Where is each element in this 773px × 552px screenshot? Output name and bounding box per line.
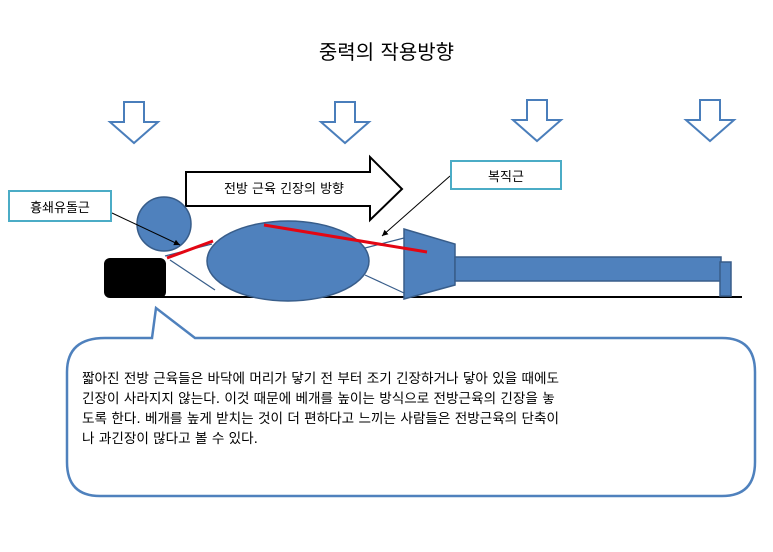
gravity-arrows <box>107 99 737 145</box>
scm-pointer <box>111 212 181 246</box>
callout-line: 긴장이 사라지지 않는다. 이것 때문에 베개를 높이는 방식으로 전방근육의 … <box>82 391 555 407</box>
pelvis-shape <box>403 227 456 300</box>
tension-arrow-icon <box>185 154 404 223</box>
rectus-muscle-line <box>263 223 428 254</box>
callout-text: 짧아진 전방 근육들은 바닥에 머리가 닿기 전 부터 조기 긴장하거나 닿아 … <box>82 369 752 449</box>
callout-bubble <box>65 305 757 498</box>
gravity-arrow-icon <box>318 101 372 145</box>
gravity-arrow-icon <box>683 99 737 143</box>
callout-line: 짧아진 전방 근육들은 바닥에 머리가 닿기 전 부터 조기 긴장하거나 닿아 … <box>82 371 560 387</box>
leg-shape <box>454 256 722 282</box>
torso-shape <box>206 220 370 302</box>
pillow <box>104 258 166 298</box>
gravity-arrow-icon <box>107 101 161 145</box>
label-scm: 흉쇄유돌근 <box>8 190 112 222</box>
scm-muscle-line <box>166 239 214 260</box>
head-shape <box>136 196 192 252</box>
diagram-title: 중력의 작용방향 <box>318 40 455 64</box>
rectus-pointer <box>381 175 451 237</box>
callout-line: 나 과긴장이 많다고 볼 수 있다. <box>82 431 259 447</box>
label-rectus-text: 복직근 <box>488 169 524 185</box>
label-rectus: 복직근 <box>450 160 562 190</box>
tension-arrow-label: 전방 근육 긴장의 방향 <box>223 182 345 197</box>
foot-shape <box>719 261 732 297</box>
gravity-arrow-icon <box>510 99 564 143</box>
callout-line: 도록 한다. 베개를 높게 받치는 것이 더 편하다고 느끼는 사람들은 전방근… <box>82 411 560 427</box>
label-scm-text: 흉쇄유돌근 <box>30 200 90 216</box>
